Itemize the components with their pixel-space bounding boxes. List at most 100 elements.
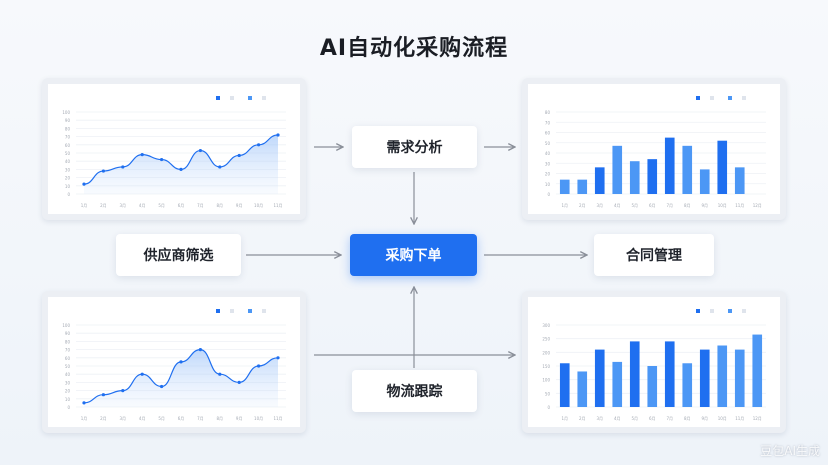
legend-marker xyxy=(248,96,252,100)
y-tick-label: 250 xyxy=(542,337,550,342)
x-tick-label: 10月 xyxy=(254,203,263,208)
legend-marker xyxy=(728,96,732,100)
data-point xyxy=(121,389,125,393)
data-point xyxy=(121,165,125,169)
node-logistics-tracking: 物流跟踪 xyxy=(352,370,477,412)
bar xyxy=(612,145,623,194)
x-tick-label: 3月 xyxy=(596,203,603,208)
x-tick-label: 11月 xyxy=(273,416,282,421)
node-purchase-order: 采购下单 xyxy=(350,234,477,276)
x-tick-label: 1月 xyxy=(81,203,88,208)
x-tick-label: 4月 xyxy=(139,416,146,421)
y-tick-label: 300 xyxy=(542,323,550,328)
legend-marker xyxy=(696,309,700,313)
x-tick-label: 1月 xyxy=(561,416,568,421)
bar xyxy=(717,140,728,194)
node-demand-analysis: 需求分析 xyxy=(352,126,477,168)
data-point xyxy=(160,157,164,162)
y-tick-label: 100 xyxy=(62,323,70,328)
bar xyxy=(752,334,763,407)
bar xyxy=(577,179,588,194)
y-tick-label: 10 xyxy=(65,397,71,402)
x-tick-label: 9月 xyxy=(236,416,243,421)
y-tick-label: 60 xyxy=(65,143,71,148)
x-tick-label: 1月 xyxy=(81,416,88,421)
y-tick-label: 30 xyxy=(545,161,551,166)
y-tick-label: 20 xyxy=(545,172,551,177)
y-tick-label: 20 xyxy=(65,389,71,394)
x-tick-label: 2月 xyxy=(579,416,586,421)
x-tick-label: 2月 xyxy=(100,203,107,208)
x-tick-label: 4月 xyxy=(614,416,621,421)
bar xyxy=(559,363,570,407)
node-contract-management: 合同管理 xyxy=(594,234,714,276)
data-point xyxy=(179,360,183,364)
x-tick-label: 5月 xyxy=(158,416,165,421)
y-tick-label: 60 xyxy=(65,356,71,361)
area-fill xyxy=(84,134,278,194)
x-tick-label: 6月 xyxy=(649,203,656,208)
y-tick-label: 40 xyxy=(65,159,71,164)
y-tick-label: 20 xyxy=(65,176,71,181)
data-point xyxy=(218,165,222,169)
x-tick-label: 6月 xyxy=(178,416,185,421)
y-tick-label: 40 xyxy=(65,372,71,377)
bar xyxy=(594,167,605,194)
data-point xyxy=(140,372,144,376)
x-tick-label: 5月 xyxy=(158,203,165,208)
data-point xyxy=(160,384,164,389)
y-tick-label: 40 xyxy=(545,151,551,156)
data-point xyxy=(198,148,202,153)
legend-marker xyxy=(710,309,714,313)
legend-marker xyxy=(216,309,220,313)
data-point xyxy=(276,133,280,137)
legend-marker xyxy=(216,96,220,100)
x-tick-label: 2月 xyxy=(579,203,586,208)
legend-marker xyxy=(248,309,252,313)
x-tick-label: 4月 xyxy=(139,203,146,208)
y-tick-label: 70 xyxy=(545,120,551,125)
y-tick-label: 90 xyxy=(65,118,71,123)
x-tick-label: 3月 xyxy=(120,416,127,421)
y-tick-label: 0 xyxy=(547,405,550,410)
y-tick-label: 100 xyxy=(62,110,70,115)
x-tick-label: 9月 xyxy=(701,203,708,208)
bar xyxy=(682,145,693,194)
bar xyxy=(612,361,623,407)
x-tick-label: 12月 xyxy=(753,203,762,208)
x-tick-label: 4月 xyxy=(614,203,621,208)
data-point xyxy=(179,167,183,171)
x-tick-label: 1月 xyxy=(561,203,568,208)
x-tick-label: 8月 xyxy=(217,203,224,208)
x-tick-label: 6月 xyxy=(178,203,185,208)
data-point xyxy=(257,143,261,147)
bar xyxy=(699,349,710,407)
y-tick-label: 30 xyxy=(65,380,71,385)
y-tick-label: 200 xyxy=(542,350,550,355)
y-tick-label: 30 xyxy=(65,167,71,172)
bar xyxy=(647,159,658,194)
legend-marker xyxy=(742,96,746,100)
y-tick-label: 10 xyxy=(545,182,551,187)
data-point xyxy=(82,401,86,405)
x-tick-label: 2月 xyxy=(100,416,107,421)
y-tick-label: 10 xyxy=(65,184,71,189)
data-point xyxy=(82,182,86,186)
x-tick-label: 3月 xyxy=(596,416,603,421)
x-tick-label: 7月 xyxy=(197,203,204,208)
x-tick-label: 11月 xyxy=(735,416,744,421)
x-tick-label: 8月 xyxy=(217,416,224,421)
page-title: AI自动化采购流程 xyxy=(319,36,509,61)
x-tick-label: 10月 xyxy=(718,416,727,421)
area-fill xyxy=(84,349,278,407)
x-tick-label: 7月 xyxy=(666,416,673,421)
y-tick-label: 70 xyxy=(65,135,71,140)
x-tick-label: 10月 xyxy=(254,416,263,421)
x-tick-label: 8月 xyxy=(684,416,691,421)
